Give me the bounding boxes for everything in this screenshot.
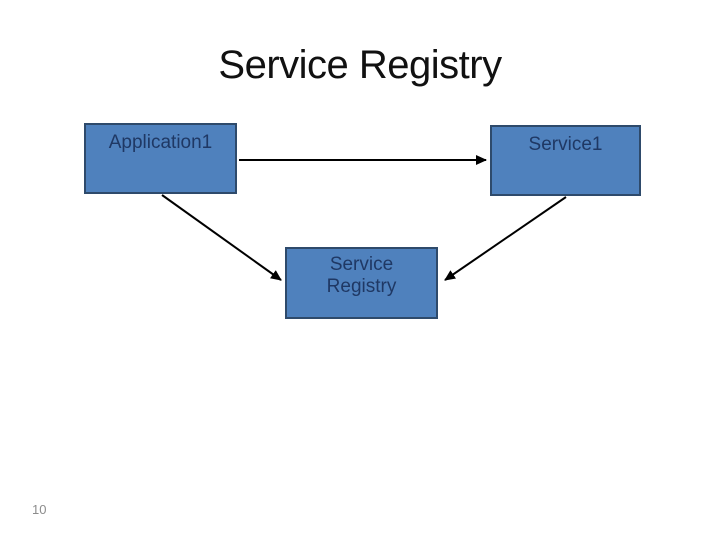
node-service1: Service1 [490,125,641,196]
edge-application1-to-service-registry [161,194,282,281]
node-service-registry-label: Service Registry [326,254,397,298]
node-service1-label: Service1 [528,134,603,155]
edge-service1-to-service-registry [444,196,567,281]
node-application1-label: Application1 [108,132,213,153]
slide-page-number: 10 [32,502,47,517]
node-service-registry: Service Registry [285,247,438,319]
slide-title: Service Registry [218,43,502,87]
node-application1: Application1 [84,123,237,194]
